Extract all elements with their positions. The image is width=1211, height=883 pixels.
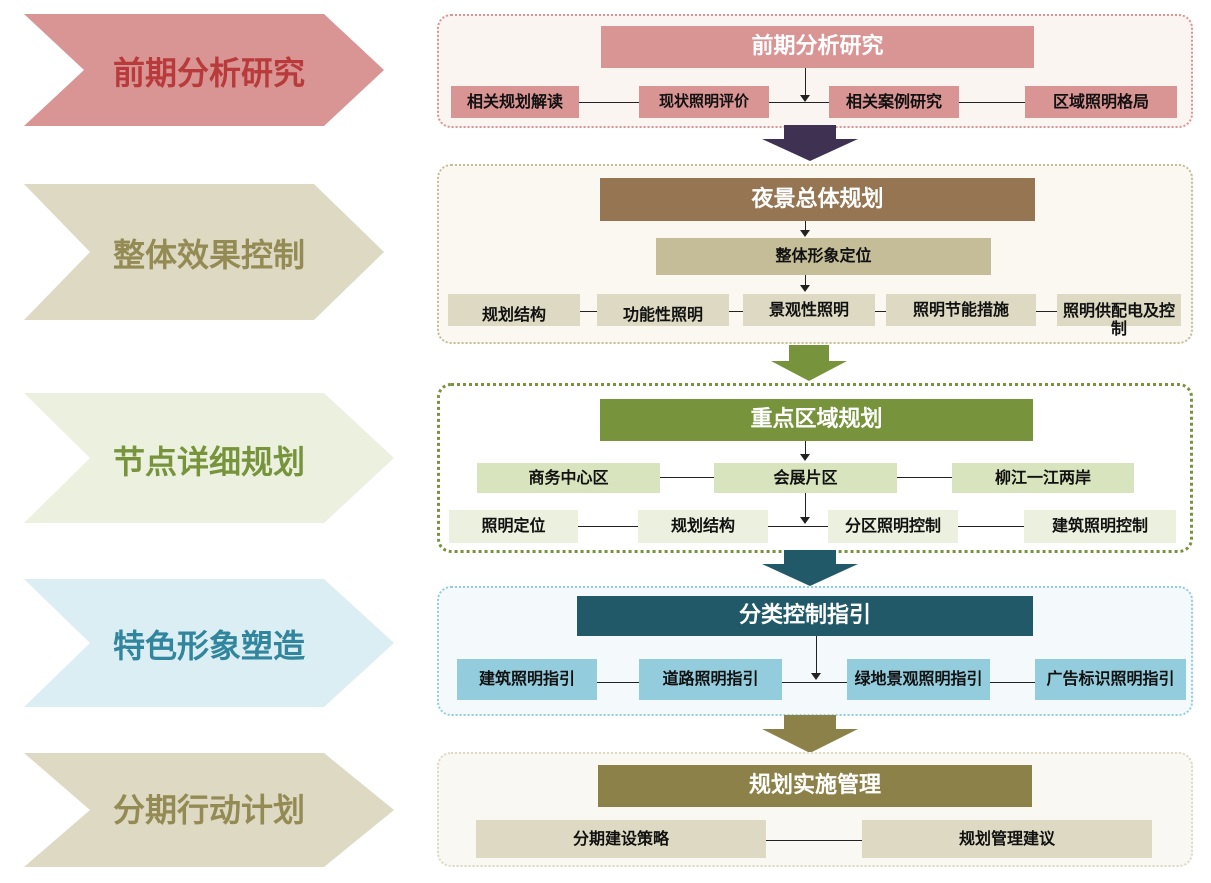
connector-arrow [800, 454, 810, 461]
connector-line [805, 68, 806, 96]
item-box: 照明供配电及控制 [1057, 294, 1181, 338]
item-box: 广告标识照明指引 [1035, 659, 1186, 700]
stage-chevron-4: 特色形象塑造 [24, 579, 414, 707]
connector-arrow [800, 517, 810, 524]
connector-line [578, 102, 1026, 103]
connector-line [597, 682, 1037, 683]
down-arrow [771, 345, 847, 381]
connector-arrow [800, 95, 810, 102]
item-box: 规划管理建议 [862, 820, 1152, 858]
connector-arrow [800, 230, 810, 237]
item-box: 现状照明评价 [639, 86, 769, 118]
chevron-shape [24, 753, 394, 867]
section-title: 前期分析研究 [601, 26, 1034, 68]
connector-line [816, 636, 817, 674]
connector-line [578, 526, 1028, 527]
stage-chevron-1: 前期分析研究 [24, 14, 414, 126]
connector-line [766, 840, 862, 841]
stage-label: 节点详细规划 [112, 443, 305, 481]
stage-label: 特色形象塑造 [112, 627, 305, 665]
area-box: 会展片区 [714, 463, 897, 493]
section-title: 分类控制指引 [577, 596, 1033, 636]
connector-line [805, 441, 806, 455]
connector-line [805, 221, 806, 232]
stage-label: 分期行动计划 [112, 791, 305, 829]
item-box: 相关规划解读 [451, 86, 579, 118]
stage-chevron-2: 整体效果控制 [24, 184, 414, 320]
down-arrow [762, 550, 858, 586]
stage-chevron-5: 分期行动计划 [24, 753, 414, 867]
item-box: 规划结构 [448, 294, 580, 326]
section-title: 重点区域规划 [600, 399, 1033, 441]
connector-line [805, 275, 806, 287]
connector-arrow [800, 285, 810, 292]
stage-label: 整体效果控制 [112, 236, 305, 274]
item-box: 景观性照明 [743, 294, 875, 326]
item-box: 道路照明指引 [639, 659, 782, 700]
area-box: 商务中心区 [477, 463, 660, 493]
section-title: 规划实施管理 [598, 765, 1032, 807]
chevron-shape [24, 14, 384, 126]
item-box: 照明定位 [449, 510, 578, 543]
subtitle-box: 整体形象定位 [656, 238, 991, 275]
down-arrow [762, 715, 858, 753]
chevron-shape [24, 393, 394, 523]
item-box: 照明节能措施 [886, 294, 1036, 326]
connector-arrow [811, 673, 821, 680]
item-box: 区域照明格局 [1025, 86, 1177, 118]
stage-label: 前期分析研究 [112, 54, 305, 92]
down-arrow [762, 125, 858, 161]
chevron-shape [24, 579, 394, 707]
section-title: 夜景总体规划 [600, 178, 1035, 221]
item-box: 绿地景观照明指引 [847, 659, 990, 700]
item-box: 分区照明控制 [828, 510, 958, 543]
stage-chevron-3: 节点详细规划 [24, 393, 414, 523]
item-box: 分期建设策略 [476, 820, 766, 858]
chevron-shape [24, 184, 384, 320]
area-box: 柳江一江两岸 [952, 463, 1134, 493]
item-box: 功能性照明 [597, 294, 729, 326]
item-box: 建筑照明控制 [1024, 510, 1176, 543]
connector-line [805, 493, 806, 518]
item-box: 建筑照明指引 [457, 659, 597, 700]
item-box: 相关案例研究 [829, 86, 959, 118]
item-box: 规划结构 [638, 510, 768, 543]
